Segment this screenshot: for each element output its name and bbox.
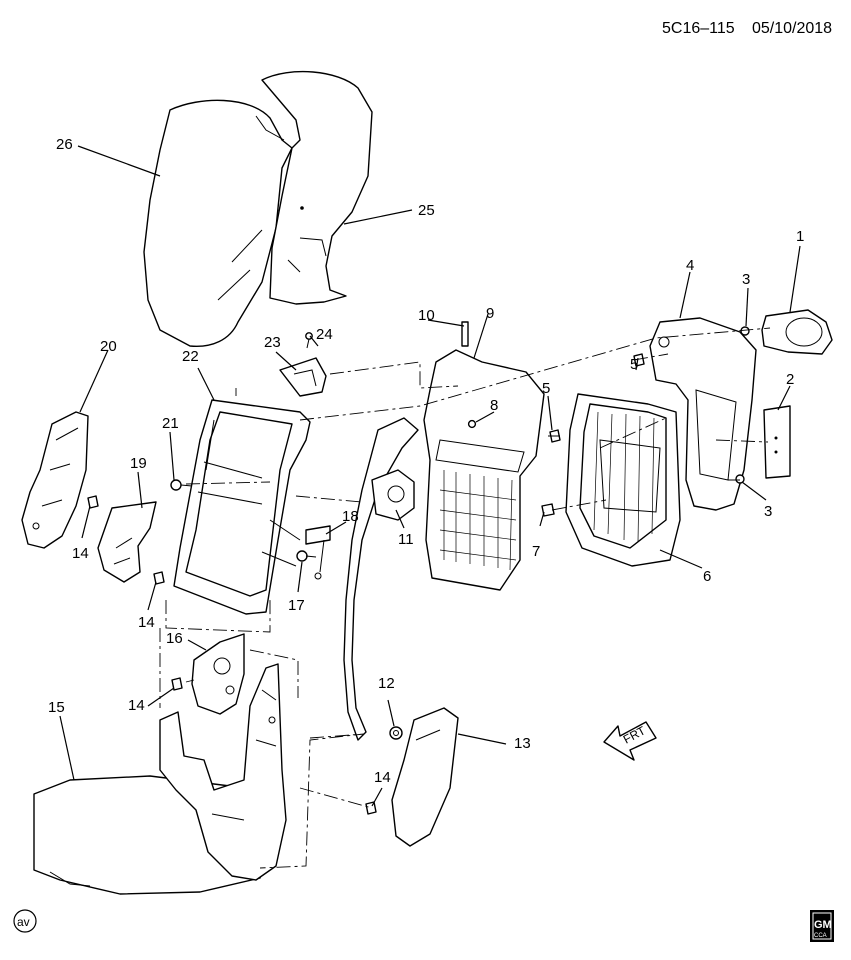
part-8-screw xyxy=(467,419,477,429)
callout-2: 2 xyxy=(786,371,794,388)
part-13-lower-trim xyxy=(391,707,459,847)
part-23-bracket xyxy=(279,357,327,397)
diagram-id: 5C16–115 xyxy=(662,20,735,37)
part-14-clip-d xyxy=(365,801,377,815)
callout-22: 22 xyxy=(182,348,199,365)
part-6-storage-bin xyxy=(565,393,681,567)
part-2-plate xyxy=(763,405,791,479)
part-24-screw xyxy=(305,332,313,349)
callout-14-d: 14 xyxy=(374,769,391,786)
callout-11: 11 xyxy=(398,531,414,548)
callout-1: 1 xyxy=(796,228,804,245)
callout-16: 16 xyxy=(166,630,183,647)
diagram-date: 05/10/2018 xyxy=(752,20,832,37)
callout-5-left: 5 xyxy=(542,380,550,397)
part-16-recliner-plate xyxy=(191,633,245,715)
callout-15: 15 xyxy=(48,699,65,716)
callout-20: 20 xyxy=(100,338,117,355)
callout-14-b: 14 xyxy=(138,614,155,631)
callout-18: 18 xyxy=(342,508,359,525)
front-direction-arrow: FRT xyxy=(603,721,657,761)
callouts: 1 2 3 3 4 5 5 6 7 8 9 10 11 12 13 14 14 … xyxy=(48,136,804,786)
callout-8: 8 xyxy=(490,397,498,414)
part-14-clip-c xyxy=(171,677,183,691)
callout-25: 25 xyxy=(418,202,435,219)
part-18-clip xyxy=(305,525,331,580)
part-10-pin xyxy=(461,321,469,347)
part-9-armrest-frame xyxy=(423,349,545,591)
part-17-bolt xyxy=(296,550,317,562)
part-26-seatback-cover xyxy=(143,99,293,347)
part-3-fastener-a xyxy=(740,326,750,336)
callout-13: 13 xyxy=(514,735,531,752)
callout-23: 23 xyxy=(264,334,281,351)
callout-26: 26 xyxy=(56,136,73,153)
part-4-armrest-bezel xyxy=(649,317,757,511)
part-15-lower-frame xyxy=(159,663,287,881)
callout-7: 7 xyxy=(532,543,540,560)
part-3-fastener-b xyxy=(735,474,745,484)
part-14-clip-b xyxy=(153,571,165,585)
callout-19: 19 xyxy=(130,455,147,472)
assembly-lines xyxy=(159,327,771,869)
part-1-cup-holder xyxy=(761,309,833,355)
callout-21: 21 xyxy=(162,415,179,432)
callout-24: 24 xyxy=(316,326,333,343)
callout-6: 6 xyxy=(703,568,711,585)
av-corner-mark: av xyxy=(13,909,37,933)
part-11-seatbelt xyxy=(343,417,419,741)
corner-mark-text: av xyxy=(17,915,30,929)
part-12-bolt xyxy=(389,726,403,740)
callout-14-c: 14 xyxy=(128,697,145,714)
callout-4: 4 xyxy=(686,257,694,274)
leader-lines xyxy=(59,145,801,807)
callout-14-a: 14 xyxy=(72,545,89,562)
callout-17: 17 xyxy=(288,597,305,614)
callout-12: 12 xyxy=(378,675,395,692)
gm-logo-bottom: CCA xyxy=(814,933,827,939)
part-5-clip-b xyxy=(633,353,645,367)
part-19-recliner-cover xyxy=(97,501,157,583)
callout-3-lower: 3 xyxy=(764,503,772,520)
gm-logo: GM CCA xyxy=(810,910,834,942)
part-25-seatback-panel xyxy=(261,70,373,305)
callout-3-upper: 3 xyxy=(742,271,750,288)
part-22-seatback-frame xyxy=(173,399,311,615)
part-20-side-trim xyxy=(21,411,89,549)
callout-9: 9 xyxy=(486,305,494,322)
callout-5-right: 5 xyxy=(630,356,638,373)
gm-logo-top: GM xyxy=(814,919,832,931)
part-14-clip-a xyxy=(87,495,99,509)
callout-10: 10 xyxy=(418,307,435,324)
part-21-bolt xyxy=(170,479,193,491)
